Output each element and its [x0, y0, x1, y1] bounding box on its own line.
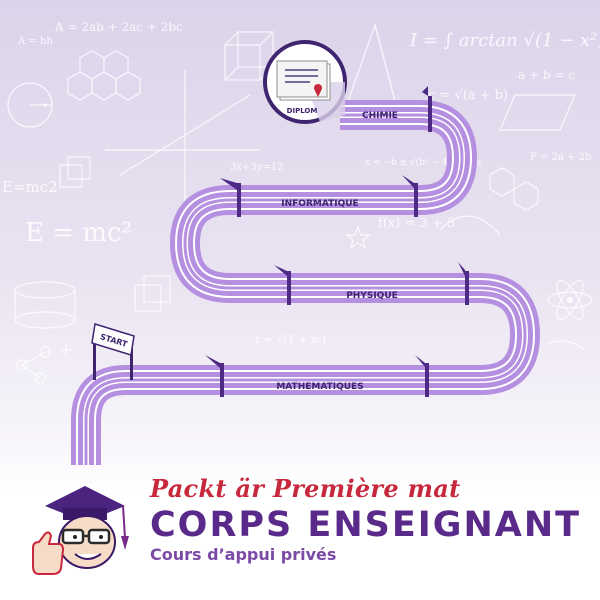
formula-integral: I = ∫ arctan √(1 − x²) dx: [410, 30, 600, 51]
brand-subtitle: Cours d’appui privés: [150, 545, 337, 564]
formula-area-bh: A = bh: [18, 36, 53, 47]
formula-emc2-large: E = mc²: [25, 218, 132, 248]
formula-perimeter: P = 2a + 2b: [530, 152, 592, 163]
checkpoint-gate: [458, 262, 469, 305]
checkpoint-gate: [205, 355, 224, 397]
formula-function: f(x) = 3 + 5: [378, 216, 456, 231]
tagline: Packt är Première mat: [150, 474, 461, 503]
start-flag: START: [91, 323, 135, 380]
brand-title: CORPS ENSEIGNANT: [150, 505, 582, 545]
seal-icon: [314, 84, 322, 92]
track-label-mathematiques: MATHEMATIQUES: [276, 382, 363, 392]
teacher-mascot-icon: [32, 486, 129, 575]
formula-area: A = 2ab + 2ac + 2bc: [55, 20, 183, 34]
checkpoint-gate: [415, 355, 429, 397]
checkpoint-gate: [402, 175, 418, 217]
diploma-badge: DIPLOM: [263, 40, 347, 124]
formula-linear: 3x+3y=12: [230, 162, 284, 173]
formula-sum: a + b = c: [518, 68, 575, 82]
diploma-label: DIPLOM: [287, 107, 318, 115]
formula-emc2-small: E=mc2: [2, 178, 58, 196]
track-label-chimie: CHIMIE: [362, 111, 398, 121]
checkpoint-gate: [274, 265, 291, 305]
track-label-physique: PHYSIQUE: [346, 291, 398, 301]
formula-radius: r = √(1 + x²): [255, 333, 326, 346]
track-label-informatique: INFORMATIQUE: [281, 199, 358, 209]
checkpoint-gate: [220, 178, 241, 217]
formula-quadratic: x = −b ± √(b² − 4ac) / 2a: [365, 158, 482, 168]
formula-root: c = √(a + b): [428, 88, 509, 103]
checkpoint-gate: [422, 86, 432, 132]
